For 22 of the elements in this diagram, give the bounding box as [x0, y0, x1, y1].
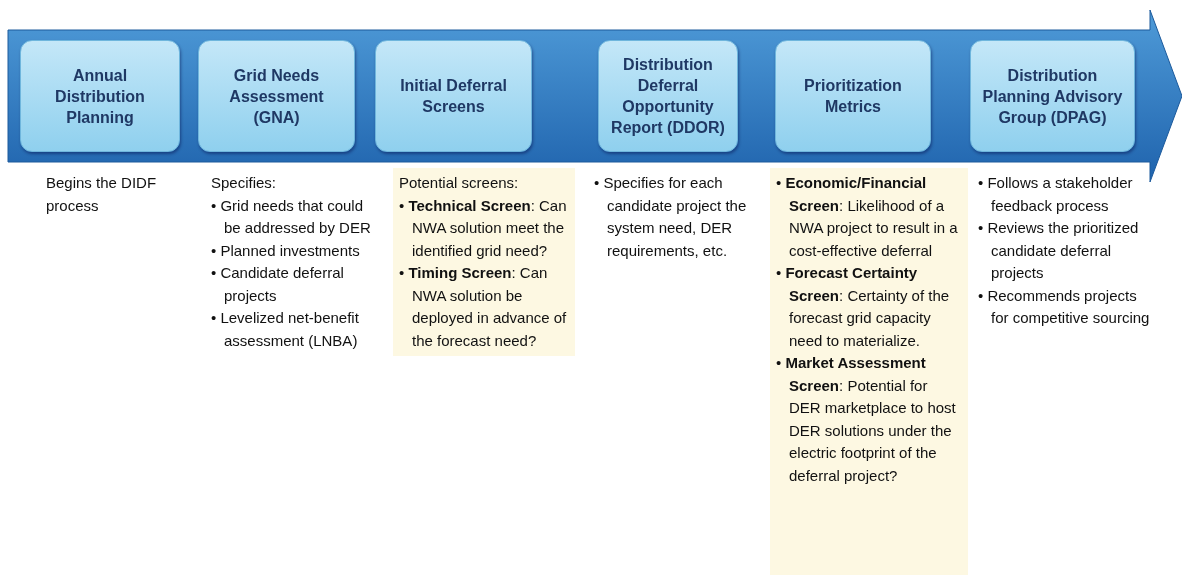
- process-step-box: Distribution Planning Advisory Group (DPAG): [970, 40, 1135, 152]
- process-step-box: Distribution Deferral Opportunity Report (DDOR): [598, 40, 738, 152]
- bullet-point: • Levelized net-benefit assessment (LNBA): [211, 308, 360, 351]
- bullet-point: • Planned investments: [211, 240, 361, 261]
- bullet-point: • Economic/Financial Screen: Likelihood of a NWA project to result in a cost-effective deferral: [776, 173, 959, 261]
- bullet-point: • Technical Screen: Can NWA solution meet the identified grid need?: [399, 195, 568, 261]
- bullet-point: • Timing Screen: Can NWA solution be deployed in advance of the forecast need?: [399, 263, 568, 351]
- description-text: Begins the DIDF process: [46, 173, 158, 216]
- process-step-box: Grid Needs Assessment (GNA): [198, 40, 355, 152]
- process-step-box: Annual Distribution Planning: [20, 40, 180, 152]
- bullet-point: • Recommends projects for competitive sourcing: [978, 285, 1151, 328]
- bullet-point: • Candidate deferral projects: [211, 263, 345, 306]
- bullet-point: • Grid needs that could be addressed by DER: [211, 195, 372, 238]
- bullet-point: • Reviews the prioritized candidate deferral projects: [978, 218, 1140, 283]
- bullet-point: • Follows a stakeholder feedback process: [978, 173, 1134, 216]
- process-step-box: Initial Deferral Screens: [375, 40, 532, 152]
- process-step-box: Prioritization Metrics: [775, 40, 931, 152]
- bullet-point: • Forecast Certainty Screen: Certainty of the forecast grid capacity need to materialize.: [776, 263, 951, 351]
- bullet-point: • Market Assessment Screen: Potential for DER marketplace to host DER solutions under the electric footprint of the deferral project?: [776, 353, 957, 486]
- description-text: Specifies:: [211, 173, 278, 193]
- bullet-point: • Specifies for each candidate project the system need, DER requirements, etc.: [594, 173, 747, 261]
- description-text: Potential screens:: [399, 173, 520, 193]
